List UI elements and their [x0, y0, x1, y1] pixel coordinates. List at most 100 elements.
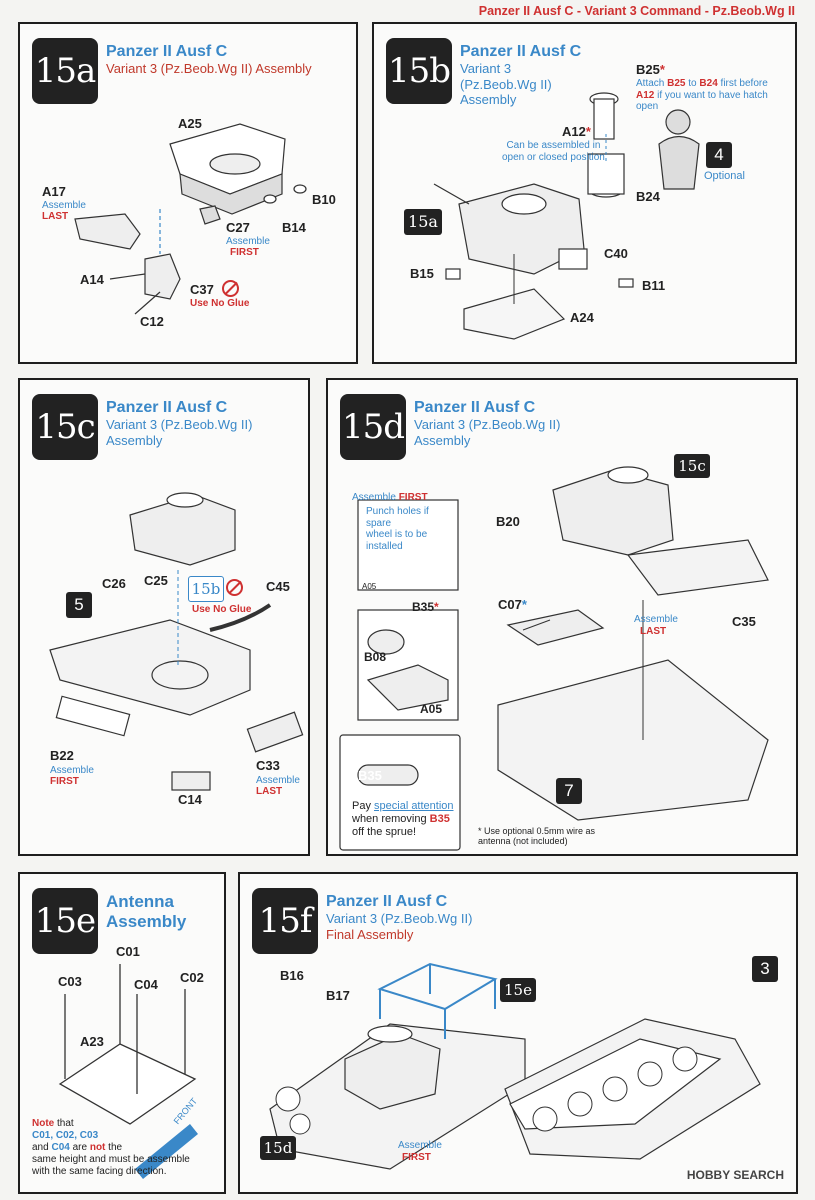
panel-15d: 15d Panzer II Ausf C Variant 3 (Pz.Beob.…	[326, 378, 798, 856]
part-drawing	[74, 123, 307, 315]
part-label: A05	[362, 582, 377, 591]
note: Assemble	[42, 200, 86, 211]
part-label: A05	[420, 702, 443, 716]
panel-15a: 15a Panzer II Ausf C Variant 3 (Pz.Beob.…	[18, 22, 358, 364]
subtitle: Assembly	[460, 92, 517, 108]
note: Optional	[704, 170, 745, 182]
note: Use No Glue	[192, 604, 252, 615]
part-label: C45	[266, 579, 290, 594]
note: Assemble	[50, 765, 94, 776]
panel-15f: 15f Panzer II Ausf C Variant 3 (Pz.Beob.…	[238, 872, 798, 1194]
part-label: B15	[410, 266, 434, 281]
step-badge: 15c	[32, 394, 98, 460]
step-reference: 15b	[188, 576, 224, 602]
part-label: C26	[102, 576, 126, 591]
note: LAST	[640, 626, 667, 637]
subtitle: (Pz.Beob.Wg II)	[460, 76, 552, 92]
part-label: C14	[178, 792, 202, 807]
part-label: C27	[226, 220, 250, 235]
part-label: C35	[732, 614, 756, 629]
part-label: B22	[50, 748, 74, 763]
part-label: B11	[642, 278, 666, 293]
title: Panzer II Ausf C	[460, 43, 582, 60]
subtitle: Variant 3 (Pz.Beob.Wg II) Assembly	[106, 61, 312, 77]
panel-title: Panzer II Ausf C Variant 3 (Pz.Beob.Wg I…	[326, 892, 472, 942]
watermark: HOBBY SEARCH	[686, 1168, 784, 1182]
subtitle: Variant 3 (Pz.Beob.Wg II)	[326, 911, 473, 927]
step-badge: 15a	[32, 38, 98, 104]
note: LAST	[256, 786, 283, 797]
subtitle: Final Assembly	[326, 926, 414, 942]
note: FIRST	[230, 247, 259, 258]
part-label: C37	[190, 282, 214, 297]
part-label: B20	[496, 514, 520, 529]
part-label: C04	[134, 977, 158, 992]
part-label: B17	[326, 988, 350, 1003]
part-label: B35	[358, 768, 382, 783]
step-badge: 15e	[32, 888, 98, 954]
part-label: A14	[80, 272, 104, 287]
step-reference: 15a	[404, 209, 442, 235]
subtitle: Variant 3 (Pz.Beob.Wg II)	[414, 417, 561, 433]
panel-title: Antenna Assembly	[106, 892, 186, 933]
panel-title: Panzer II Ausf C Variant 3 (Pz.Beob.Wg I…	[414, 398, 560, 448]
note: FIRST	[402, 1152, 431, 1163]
part-label: C07*	[498, 597, 527, 612]
part-label: B10	[312, 192, 336, 207]
part-label: C12	[140, 314, 164, 329]
step-badge: 15d	[340, 394, 406, 460]
part-drawing	[49, 492, 304, 791]
step-reference: 15c	[674, 454, 710, 478]
step-reference: 15d	[260, 1136, 296, 1160]
note: Assemble FIRST	[352, 492, 428, 503]
note-antenna: Note that C01, C02, C03 and C04 are not …	[32, 1118, 190, 1177]
part-label: A17	[42, 184, 66, 199]
note: Assemble	[256, 775, 300, 786]
note-b25: Attach B25 to B24 first before A12 if yo…	[636, 78, 768, 112]
part-label: C25	[144, 573, 168, 588]
step-number: 3	[752, 956, 778, 982]
panel-title: Panzer II Ausf C Variant 3 (Pz.Beob.Wg I…	[460, 42, 581, 108]
subtitle: Variant 3 (Pz.Beob.Wg II)	[106, 417, 253, 433]
part-label: C03	[58, 974, 82, 989]
part-label: B14	[282, 220, 306, 235]
note: FIRST	[50, 776, 79, 787]
note-b35-warning: Pay special attention when removing B35 …	[352, 800, 454, 839]
title: Panzer II Ausf C	[414, 399, 536, 416]
part-label: C33	[256, 758, 280, 773]
panel-15e: 15e Antenna Assembly C01 C03 C04 C02 A23…	[18, 872, 226, 1194]
step-badge: 15f	[252, 888, 318, 954]
step-number: 7	[556, 778, 582, 804]
panel-title: Panzer II Ausf C Variant 3 (Pz.Beob.Wg I…	[106, 42, 312, 77]
subtitle: Assembly	[414, 432, 471, 448]
note: LAST	[42, 211, 69, 222]
title: Antenna	[106, 892, 174, 911]
page-header: Panzer II Ausf C - Variant 3 Command - P…	[478, 4, 795, 18]
part-label: A25	[178, 116, 202, 131]
part-label: A24	[570, 310, 594, 325]
panel-15c: 15c Panzer II Ausf C Variant 3 (Pz.Beob.…	[18, 378, 310, 856]
title: Panzer II Ausf C	[326, 893, 448, 910]
part-drawing	[269, 962, 761, 1170]
part-label: B25*	[636, 62, 665, 77]
part-label: C40	[604, 246, 628, 261]
part-label: B35*	[412, 600, 439, 614]
part-label: B08	[364, 650, 387, 664]
part-label: A23	[80, 1034, 104, 1049]
panel-15b: 15b Panzer II Ausf C Variant 3 (Pz.Beob.…	[372, 22, 797, 364]
title: Assembly	[106, 912, 187, 932]
note: Assemble	[398, 1140, 442, 1151]
subtitle: Assembly	[106, 432, 163, 448]
step-number: 5	[66, 592, 92, 618]
title: Panzer II Ausf C	[106, 399, 228, 416]
panel-title: Panzer II Ausf C Variant 3 (Pz.Beob.Wg I…	[106, 398, 252, 448]
part-label: B24	[636, 189, 660, 204]
note: Use No Glue	[190, 298, 250, 309]
part-drawing	[433, 92, 700, 340]
subtitle: Variant 3	[460, 61, 512, 77]
part-drawing	[58, 964, 198, 1179]
part-label: B16	[280, 968, 304, 983]
part-label: A12*	[562, 124, 591, 139]
